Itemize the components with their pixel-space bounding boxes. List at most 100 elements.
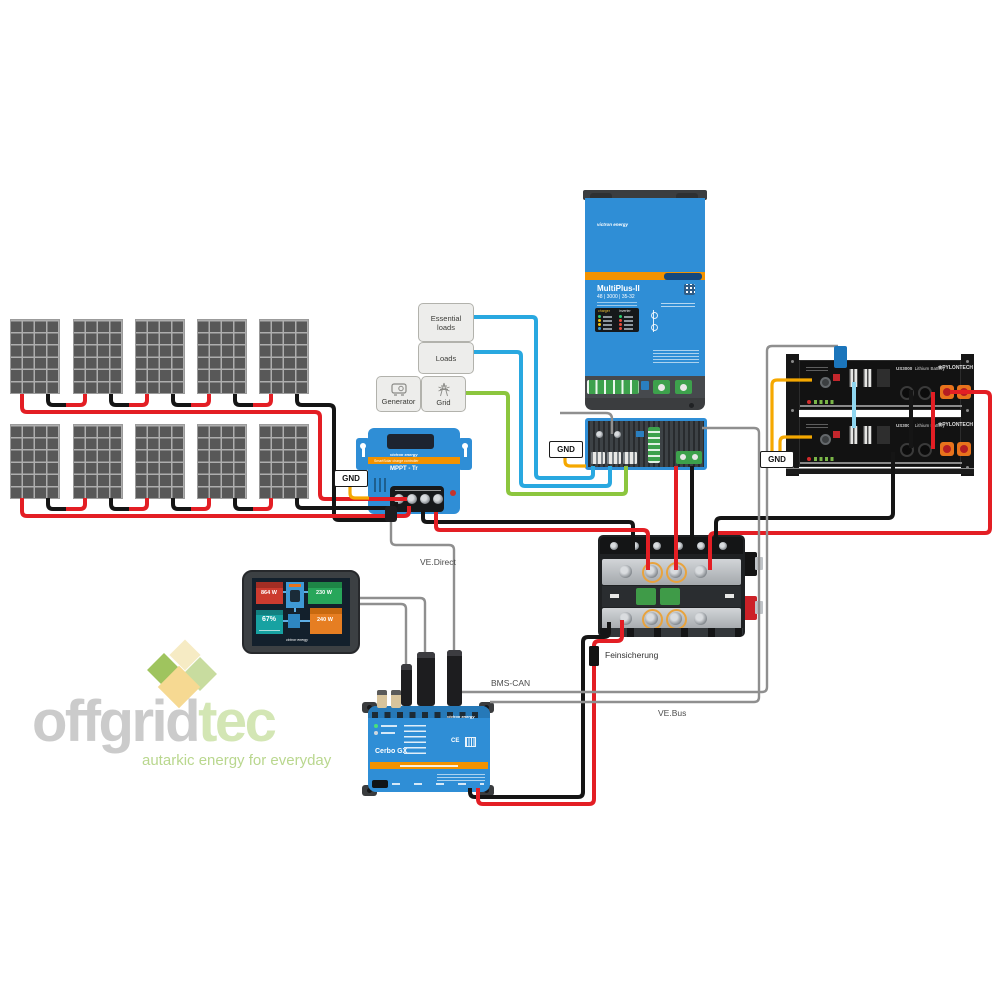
lynx-busbar-bottom [602,608,741,630]
cerbo-model: Cerbo GX [375,748,408,755]
generator-label: Generator [381,396,416,406]
multiplus-inverter: victron energy MultiPlus-II 48 | 3000 | … [583,188,707,414]
tile-ac-loads: 230 W [308,582,342,604]
mppt-red-button [450,490,456,496]
logo-text-green: tec [198,689,277,754]
mppt-model: MPPT - Tr [390,466,418,472]
logo-tagline: autarkic energy for everyday [142,752,332,769]
compartment-terminal-block-2 [607,452,621,464]
tile-ac-loads-value: 230 W [316,590,332,596]
battery1-terminal-plus [957,385,971,399]
ve-bus-label: VE.Bus [658,708,687,718]
wire-pv-link [233,394,253,407]
multiplus-orange-stripe [585,272,705,280]
solar-panel-3 [135,319,185,394]
battery-rack: US3000 Lithium Battery ✻PYLONTECH US3000… [786,354,976,476]
battery2-terminal-plus [957,442,971,456]
hdmi-plug [417,652,435,706]
solar-panel-4 [197,319,247,394]
multiplus-switch-diagram [647,310,661,332]
gnd-label: GND [557,445,575,454]
tile-charger: 240 W [310,608,342,634]
wire-pv-row2-positive-bus [20,498,411,518]
wire-pv-link [109,498,129,511]
mppt-terminal-block [390,486,444,512]
battery1-pylontech-logo: ✻PYLONTECH [938,365,974,371]
loads-box: Loads [418,342,474,374]
multiplus-bottom-cap [585,398,705,410]
tile-pv: 864 W [256,582,283,604]
mppt-vents [374,478,388,492]
rack-rail-right [961,354,974,476]
solar-panel-5 [259,319,309,394]
offgridtec-logo: offgridtec autarkic energy for everyday [30,639,370,790]
wire-pv-link [46,394,66,407]
multiplus-cert-icons [661,303,695,307]
battery2-pylontech-logo: ✻PYLONTECH [938,422,974,428]
generator-icon [390,382,407,396]
lynx-lug-minus [755,557,763,570]
multiplus-connector-blue [641,381,649,390]
battery2-red-button [833,431,840,438]
lynx-busbar-top [602,559,741,585]
battery2-link-port-a [849,426,858,444]
multiplus-spec: 48 | 3000 | 35-32 [597,294,635,300]
rack-bottom-shelf [786,468,974,474]
loads-label: Loads [435,353,457,363]
compartment-terminal-block-1 [591,452,605,464]
mppt-ve-direct-plug [385,506,397,522]
gnd-box-multiplus: GND [549,441,583,458]
wire-pv-link [171,394,191,407]
cerbo-label-icon [465,737,476,747]
grid-pylon-icon [437,382,450,396]
solar-panel-1 [10,319,60,394]
battery1-power-conn-2 [918,386,932,400]
battery1-terminal-minus [940,385,954,399]
logo-text-gray: offgrid [32,689,201,754]
multiplus-qr-icon [684,284,695,295]
feinsicherung-label: Feinsicherung [605,650,659,660]
gnd-label: GND [768,455,786,464]
multiplus-led-panel: charger inverter [595,308,639,332]
battery2-console-block [877,426,890,444]
multiplus-ac-terminal-strip [587,380,639,394]
wire-pv-link [66,394,87,407]
grid-label: Grid [436,397,451,407]
solar-panel-7 [73,424,123,499]
tile-battery-soc-value: 67% [262,616,277,623]
cerbo-tab-bl [362,785,377,796]
essential-loads-box: Essential loads [418,303,474,342]
battery-unit-2: US3000 Lithium Battery ✻PYLONTECH [799,417,973,467]
wire-pv-link [233,498,253,511]
solar-panel-10 [259,424,309,499]
led-panel-inverter-title: inverter [619,309,631,313]
wire-pv-link [129,394,149,407]
gx-touch-victron-logo: victron energy [286,638,308,642]
lynx-fuse-2 [660,588,680,605]
lynx-distributor [598,535,768,637]
tile-pv-value: 864 W [261,590,277,596]
multiplus-wiring-compartment [585,418,707,470]
mppt-charge-controller: victron energy SmartSolar charge control… [356,428,472,520]
multiplus-dc-terminal-2 [675,380,692,394]
mppt-orange-stripe: SmartSolar charge controller [368,457,460,464]
battery2-power-conn-2 [918,443,932,457]
multiplus-model: MultiPlus-II [597,284,640,293]
feinsicherung-fuse [589,646,599,666]
solar-panel-8 [135,424,185,499]
solar-panel-6 [10,424,60,499]
compartment-green-terminal [648,427,660,463]
mppt-display [387,434,434,449]
wire-cerbo-power-plus [476,620,624,806]
battery1-power-conn-1 [900,386,914,400]
tile-inverter-small [288,614,300,628]
compartment-dc-terminal [676,451,702,464]
battery2-terminal-minus [940,442,954,456]
multiplus-subtext [597,302,637,306]
usb-plug [401,664,412,706]
tile-battery-soc: 67% [256,610,283,634]
multiplus-top-bar [583,190,707,200]
compartment-terminal-block-3 [623,452,637,464]
compartment-blue-item [636,431,644,437]
